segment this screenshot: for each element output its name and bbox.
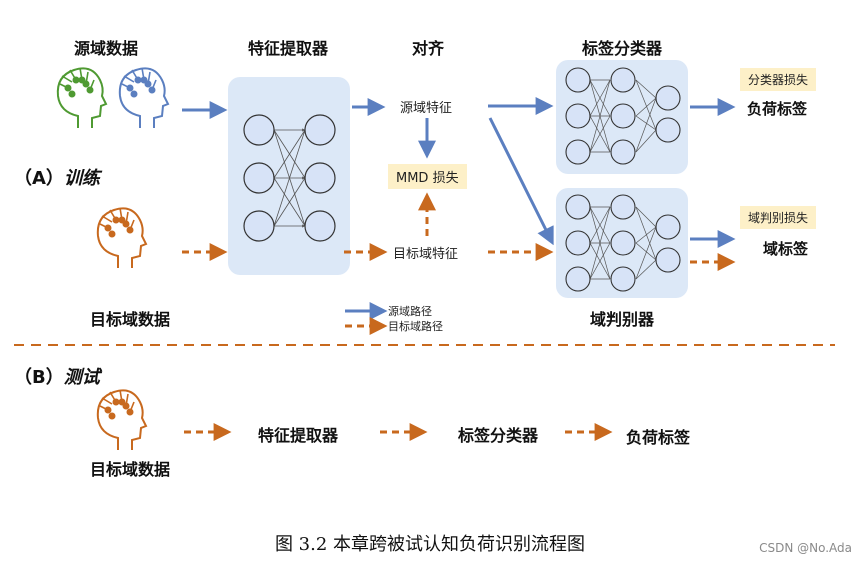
domain-label: 域标签: [763, 240, 809, 258]
dd-node: [610, 230, 636, 256]
section-a-title: 训练: [63, 168, 100, 189]
lc-node: [655, 117, 681, 143]
label-classifier-network: [589, 79, 657, 153]
fe-node: [304, 114, 336, 146]
brain-head-icon-orange-test: [96, 389, 148, 450]
lc-node: [610, 67, 636, 93]
mmd-loss-tag: MMD 损失: [388, 164, 467, 189]
legend-source-text: 源域路径: [388, 305, 432, 318]
test-feature-extractor: 特征提取器: [258, 426, 339, 445]
target-feature-label: 目标域特征: [393, 247, 459, 262]
feature-extractor-label: 特征提取器: [248, 39, 329, 58]
feature-extractor-network: [273, 128, 306, 228]
figure-caption: 图 3.2 本章跨被试认知负荷识别流程图: [274, 534, 586, 555]
lc-node: [565, 103, 591, 129]
target-data-label: 目标域数据: [90, 310, 171, 329]
lc-node: [565, 67, 591, 93]
section-a-label: （A）训练: [14, 164, 100, 190]
load-label: 负荷标签: [747, 100, 808, 118]
fe-node: [243, 162, 275, 194]
source-feature-label: 源域特征: [400, 101, 453, 116]
fe-node: [304, 210, 336, 242]
lc-node: [610, 103, 636, 129]
section-b-title: 测试: [63, 367, 100, 388]
dd-node: [565, 194, 591, 220]
fe-node: [243, 114, 275, 146]
fe-node: [243, 210, 275, 242]
brain-head-icon-orange-train: [96, 207, 148, 268]
brain-head-icon-blue: [118, 67, 170, 128]
section-a-prefix: （A）: [14, 168, 64, 189]
domain-loss-tag: 域判别损失: [740, 206, 817, 229]
dd-node: [655, 247, 681, 273]
test-label-classifier: 标签分类器: [458, 426, 539, 445]
watermark: CSDN @No.Ada: [759, 541, 852, 555]
dd-node: [610, 266, 636, 292]
dd-node: [565, 230, 591, 256]
test-load-label: 负荷标签: [626, 428, 691, 447]
fe-node: [304, 162, 336, 194]
domain-discriminator-network: [589, 206, 657, 280]
align-label: 对齐: [412, 39, 445, 58]
dd-node: [565, 266, 591, 292]
arrow-source-feature-to-discriminator: [488, 117, 554, 246]
legend-target-text: 目标域路径: [388, 320, 443, 333]
domain-discriminator-label: 域判别器: [590, 310, 655, 329]
section-b-label: （B）测试: [14, 363, 100, 389]
source-data-label: 源域数据: [74, 39, 139, 58]
section-b-prefix: （B）: [14, 367, 64, 388]
lc-node: [655, 85, 681, 111]
lc-node: [610, 139, 636, 165]
test-target-data-label: 目标域数据: [90, 460, 171, 479]
dd-node: [610, 194, 636, 220]
lc-node: [565, 139, 591, 165]
classifier-loss-tag: 分类器损失: [740, 68, 817, 91]
dd-node: [655, 214, 681, 240]
brain-head-icon-green: [56, 67, 108, 128]
label-classifier-label: 标签分类器: [582, 39, 663, 58]
